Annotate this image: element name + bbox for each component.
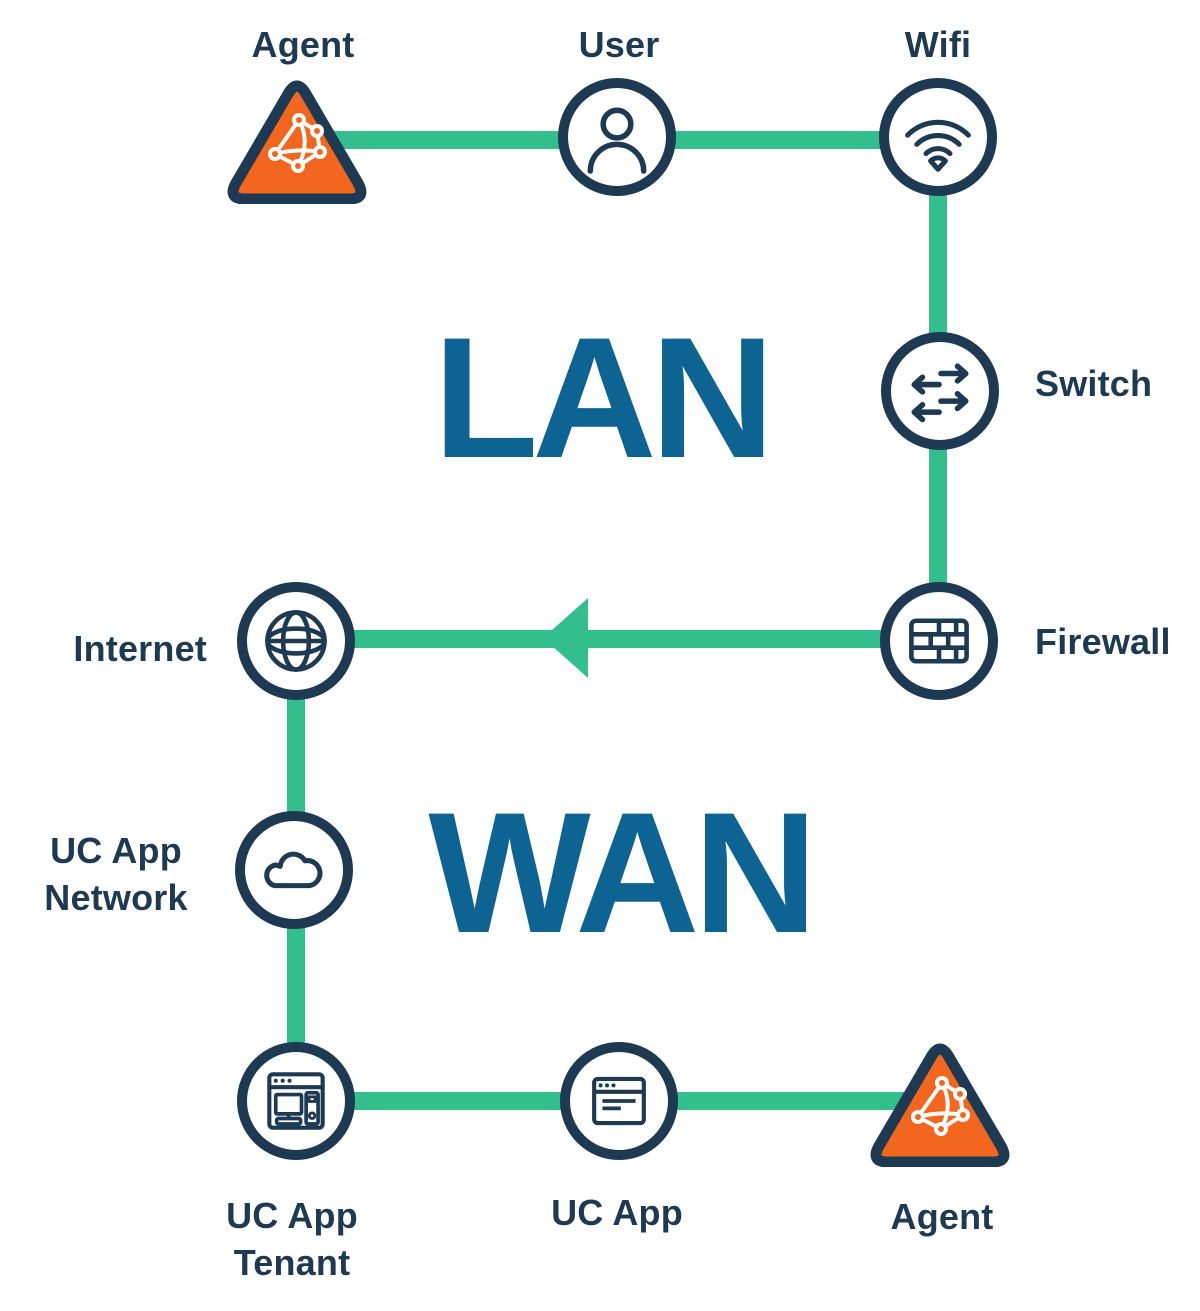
desktop-window-icon (267, 1072, 325, 1130)
wifi-icon (905, 119, 971, 172)
globe-icon (265, 610, 327, 672)
user-icon (587, 107, 647, 174)
user-label: User (578, 24, 660, 65)
node-user (558, 78, 676, 196)
uc-app-tenant-label-line1: UC App (226, 1195, 358, 1236)
uc-app-tenant-label-line2: Tenant (233, 1242, 351, 1283)
uc-app-label: UC App (551, 1192, 683, 1233)
internet-label: Internet (73, 628, 207, 669)
node-uc-app (560, 1042, 678, 1160)
wan-zone-title: WAN (428, 777, 817, 969)
mesh-network-icon (227, 80, 367, 204)
firewall-brick-icon (909, 618, 969, 664)
agent-bottom-label: Agent (890, 1196, 994, 1237)
cloud-icon (264, 851, 323, 889)
node-agent-bottom (865, 1031, 1015, 1167)
node-uc-app-tenant (237, 1042, 355, 1160)
agent-top-label: Agent (251, 24, 355, 65)
browser-window-icon (592, 1076, 646, 1126)
uc-app-tenant-label: UC App Tenant (192, 1192, 392, 1286)
node-wifi (879, 78, 997, 196)
node-uc-app-network (235, 811, 353, 929)
lan-zone-title: LAN (433, 302, 775, 494)
connector-firewall-internet (296, 630, 939, 648)
flow-arrow-left-icon (543, 598, 588, 678)
uc-app-network-label-line2: Network (44, 877, 188, 918)
uc-app-network-label-line1: UC App (50, 830, 182, 871)
uc-app-network-label: UC App Network (16, 827, 216, 921)
wifi-label: Wifi (904, 24, 972, 65)
node-firewall (880, 582, 998, 700)
node-switch (881, 332, 999, 450)
switch-label: Switch (1035, 363, 1153, 404)
mesh-network-icon (870, 1043, 1010, 1167)
switch-arrows-icon (911, 363, 969, 423)
node-internet (237, 582, 355, 700)
node-agent-top (222, 68, 372, 204)
firewall-label: Firewall (1035, 621, 1171, 662)
